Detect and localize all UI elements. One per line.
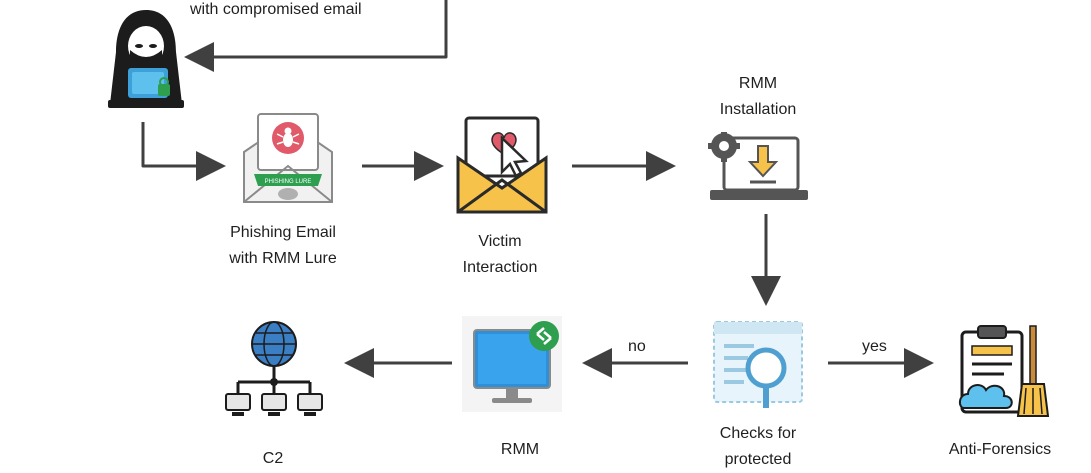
node-c2-label: C2 xyxy=(262,450,284,467)
edge-label-no: no xyxy=(628,338,646,355)
node-install-line2: Installation xyxy=(719,101,797,118)
c2-network-icon xyxy=(225,321,323,416)
lure-banner-text: PHISHING LURE xyxy=(265,179,312,185)
node-victim-line2: Interaction xyxy=(462,259,538,276)
checks-protected-icon xyxy=(713,321,803,408)
node-checks-label: Checks for protected xyxy=(698,421,818,473)
node-phishing-line2: with RMM Lure xyxy=(229,250,337,267)
node-rmm-label: RMM xyxy=(500,441,540,458)
node-victim-line1: Victim xyxy=(478,233,522,250)
node-anti-forensics-label: Anti-Forensics xyxy=(948,441,1052,458)
node-checks-line1: Checks for xyxy=(719,425,797,442)
phishing-email-icon: PHISHING LURE xyxy=(243,113,333,203)
node-checks-line2: protected xyxy=(724,451,792,468)
node-phishing-label: Phishing Email with RMM Lure xyxy=(203,220,363,272)
edge-label-yes: yes xyxy=(862,338,887,355)
victim-interaction-icon xyxy=(456,116,548,214)
arrow-attacker-to-phishing xyxy=(141,122,226,181)
hacker-icon xyxy=(108,10,184,108)
node-victim-label: Victim Interaction xyxy=(440,229,560,281)
arrow-top-return xyxy=(184,0,448,72)
rmm-installation-icon xyxy=(708,132,808,200)
rmm-monitor-icon xyxy=(462,316,562,412)
anti-forensics-icon xyxy=(958,325,1050,417)
node-install-line1: RMM xyxy=(738,75,778,92)
node-install-label: RMM Installation xyxy=(698,71,818,123)
node-phishing-line1: Phishing Email xyxy=(230,224,336,241)
top-label: with compromised email xyxy=(190,1,362,18)
